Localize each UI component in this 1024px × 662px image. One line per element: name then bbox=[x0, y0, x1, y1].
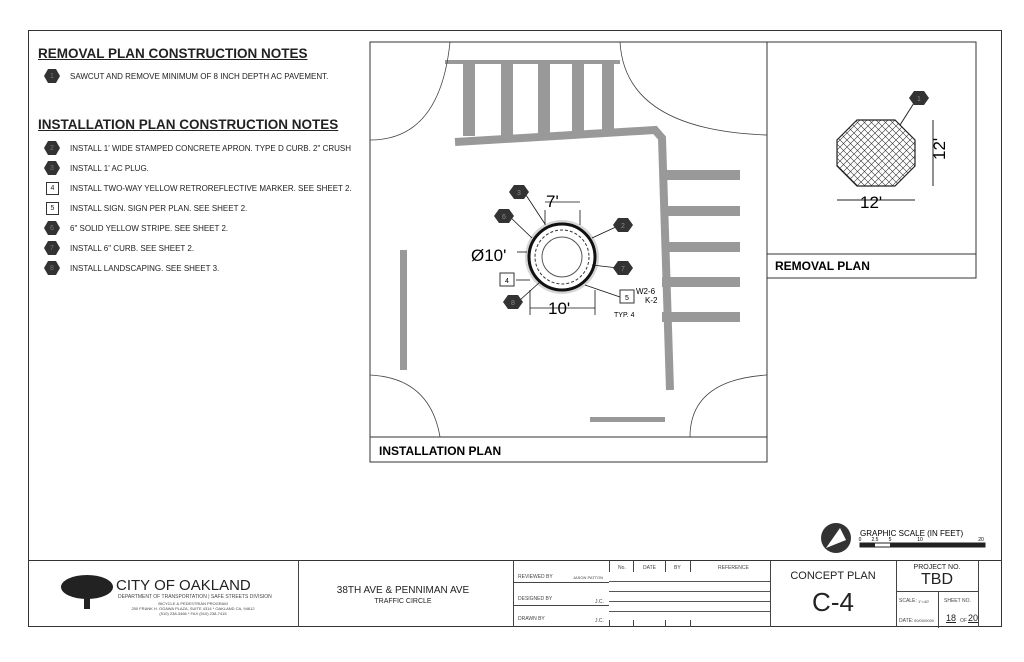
removal-area bbox=[836, 119, 916, 187]
hex-marker-icon: 2 bbox=[44, 141, 60, 155]
note-item: 8 INSTALL LANDSCAPING. SEE SHEET 3. bbox=[44, 260, 219, 276]
svg-text:W2-6: W2-6 bbox=[636, 287, 656, 296]
note-text: INSTALL SIGN. SIGN PER PLAN. SEE SHEET 2… bbox=[70, 203, 248, 213]
installation-plan-title: INSTALLATION PLAN bbox=[379, 444, 501, 458]
dim-top: 7' bbox=[546, 192, 559, 211]
note-text: INSTALL LANDSCAPING. SEE SHEET 3. bbox=[70, 263, 220, 273]
installation-plan-frame: 7' Ø10' 10' W2-6 K-2 TYP. 4 3 6 2 7 8 4 … bbox=[369, 41, 768, 463]
svg-text:20: 20 bbox=[978, 537, 984, 543]
hex-marker-icon: 7 bbox=[44, 241, 60, 255]
installation-notes-title: INSTALLATION PLAN CONSTRUCTION NOTES bbox=[38, 117, 339, 132]
hex-marker-icon: 8 bbox=[44, 261, 60, 275]
north-arrow-icon bbox=[826, 528, 846, 548]
note-item: 5 INSTALL SIGN. SIGN PER PLAN. SEE SHEET … bbox=[44, 200, 247, 216]
svg-text:5: 5 bbox=[625, 295, 629, 302]
svg-text:2.5: 2.5 bbox=[872, 537, 879, 543]
note-text: INSTALL 6" CURB. SEE SHEET 2. bbox=[70, 243, 195, 253]
note-text: INSTALL TWO-WAY YELLOW RETROREFLECTIVE M… bbox=[70, 183, 352, 193]
note-item: 2 INSTALL 1' WIDE STAMPED CONCRETE APRON.… bbox=[44, 140, 351, 156]
svg-text:8: 8 bbox=[511, 300, 515, 307]
oak-tree-logo bbox=[61, 575, 113, 609]
removal-plan-title: REMOVAL PLAN bbox=[775, 259, 870, 273]
hex-marker-icon: 3 bbox=[44, 161, 60, 175]
square-marker-icon: 4 bbox=[46, 181, 59, 195]
hex-marker-icon: 6 bbox=[44, 221, 60, 235]
svg-text:4: 4 bbox=[505, 278, 509, 285]
sheet-id: C-4 bbox=[812, 587, 854, 617]
note-item: 6 6" SOLID YELLOW STRIPE. SEE SHEET 2. bbox=[44, 220, 228, 236]
crosswalk-north bbox=[445, 60, 620, 136]
note-item: 4 INSTALL TWO-WAY YELLOW RETROREFLECTIVE … bbox=[44, 180, 352, 196]
org-name: CITY OF OAKLAND bbox=[116, 577, 251, 594]
svg-text:2: 2 bbox=[621, 223, 625, 230]
svg-text:1: 1 bbox=[917, 96, 921, 103]
removal-plan-frame: 12' 12' 1 REMOVAL PLAN bbox=[766, 41, 977, 279]
note-item: 7 INSTALL 6" CURB. SEE SHEET 2. bbox=[44, 240, 194, 256]
svg-text:12': 12' bbox=[860, 193, 882, 212]
svg-text:GRAPHIC SCALE (IN FEET): GRAPHIC SCALE (IN FEET) bbox=[860, 529, 963, 538]
sheet-border bbox=[28, 30, 1002, 627]
svg-text:3: 3 bbox=[517, 190, 521, 197]
svg-text:7: 7 bbox=[621, 266, 625, 273]
project-name: 38TH AVE & PENNIMAN AVE bbox=[336, 585, 470, 596]
square-marker-icon: 5 bbox=[46, 201, 59, 215]
svg-text:10: 10 bbox=[917, 537, 923, 543]
note-text: 6" SOLID YELLOW STRIPE. SEE SHEET 2. bbox=[70, 223, 229, 233]
callout-markers: 3 6 2 7 8 4 5 bbox=[494, 185, 635, 309]
note-item: 3 INSTALL 1' AC PLUG. bbox=[44, 160, 149, 176]
graphic-scale: GRAPHIC SCALE (IN FEET) 0 2.5 5 10 20 bbox=[821, 523, 986, 553]
note-text: INSTALL 1' WIDE STAMPED CONCRETE APRON. … bbox=[70, 143, 352, 153]
hex-marker-icon: 1 bbox=[44, 69, 60, 83]
svg-text:6: 6 bbox=[502, 214, 506, 221]
crosswalk-east bbox=[662, 170, 740, 322]
dim-bottom: 10' bbox=[548, 299, 570, 318]
svg-text:TYP. 4: TYP. 4 bbox=[614, 312, 635, 319]
svg-text:0: 0 bbox=[859, 537, 862, 543]
title-block: CITY OF OAKLAND DEPARTMENT OF TRANSPORTA… bbox=[28, 560, 1002, 628]
note-item: 1 SAWCUT AND REMOVE MINIMUM OF 8 INCH DEP… bbox=[44, 68, 328, 84]
curb-lines bbox=[369, 41, 768, 438]
svg-text:5: 5 bbox=[889, 537, 892, 543]
svg-text:K-2: K-2 bbox=[645, 296, 658, 305]
note-text: INSTALL 1' AC PLUG. bbox=[70, 163, 149, 173]
traffic-circle bbox=[525, 220, 599, 294]
stop-line bbox=[454, 125, 674, 391]
dim-diameter: Ø10' bbox=[471, 246, 506, 265]
note-text: SAWCUT AND REMOVE MINIMUM OF 8 INCH DEPT… bbox=[70, 71, 329, 81]
svg-text:12': 12' bbox=[930, 138, 949, 160]
removal-notes-title: REMOVAL PLAN CONSTRUCTION NOTES bbox=[38, 46, 308, 61]
